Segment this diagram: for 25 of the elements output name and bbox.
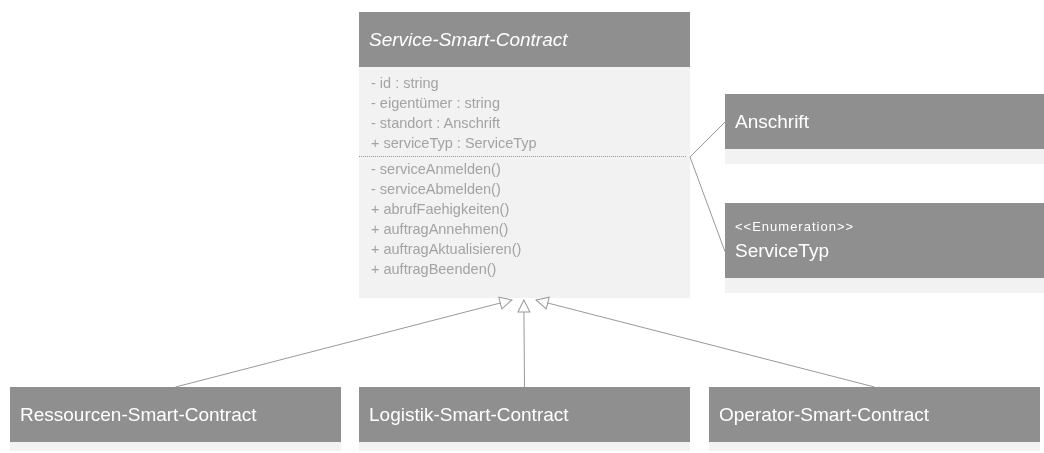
association-line [689, 121, 726, 158]
generalization-arrow [517, 299, 531, 388]
method-text: - serviceAnmelden() [371, 160, 501, 179]
method-text: + abrufFaehigkeiten() [371, 200, 510, 219]
method-text: + auftragBeenden() [371, 260, 497, 279]
class-name: Ressourcen-Smart-Contract [20, 403, 258, 426]
class-name: Operator-Smart-Contract [719, 403, 931, 426]
class-box [359, 12, 690, 298]
class-box [725, 203, 1044, 293]
class-name: ServiceTyp [735, 240, 830, 262]
attribute-text: + serviceTyp : ServiceTyp [371, 134, 537, 153]
attribute-text: - eigentümer : string [371, 94, 500, 113]
class-name: Logistik-Smart-Contract [369, 403, 570, 426]
generalization-arrow [175, 296, 513, 388]
class-name: Anschrift [735, 110, 810, 133]
method-text: + auftragAnnehmen() [371, 220, 509, 239]
method-text: + auftragAktualisieren() [371, 240, 522, 259]
class-box [725, 94, 1044, 164]
attribute-text: - id : string [371, 74, 439, 93]
method-text: - serviceAbmelden() [371, 180, 501, 199]
stereotype-label: <<Enumeration>> [735, 219, 856, 234]
association-line [689, 156, 726, 253]
attribute-text: - standort : Anschrift [371, 114, 500, 133]
class-name: Service-Smart-Contract [369, 28, 569, 51]
generalization-arrow [535, 296, 875, 388]
